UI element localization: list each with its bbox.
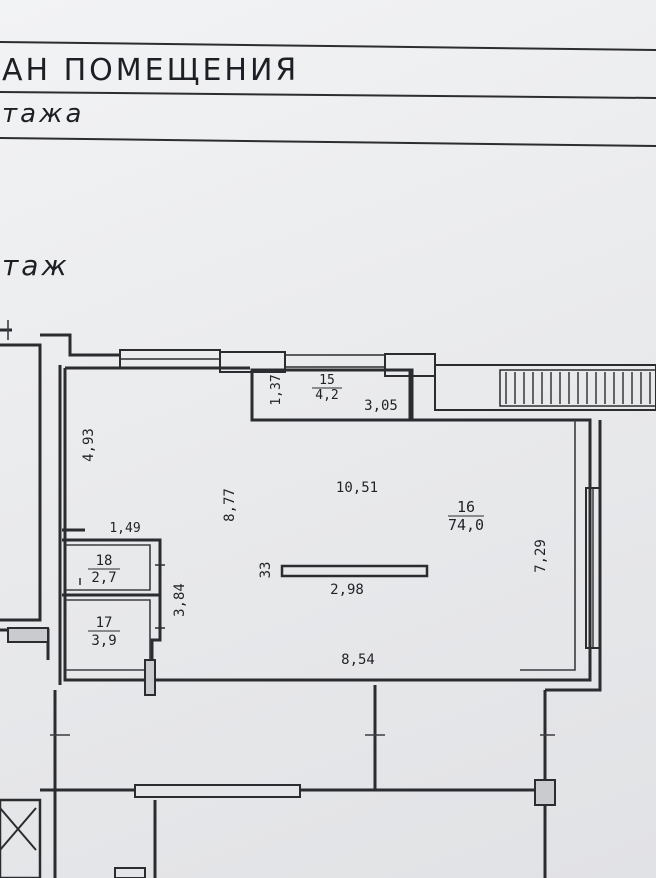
room-17-number: 17	[96, 615, 113, 631]
left-walls	[0, 320, 120, 660]
dim-3-84: 3,84	[172, 583, 188, 617]
main-room-walls	[58, 365, 602, 692]
lower-rooms-walls	[0, 685, 556, 878]
dim-3-05: 3,05	[364, 398, 398, 414]
top-windows	[119, 349, 436, 377]
plan-subtitle: тажа	[2, 99, 84, 129]
dim-7-29: 7,29	[533, 539, 549, 573]
stair-treads	[434, 364, 656, 411]
room-17-area: 3,9	[91, 633, 116, 649]
dim-2-98: 2,98	[330, 582, 364, 598]
dimension-ticks	[79, 564, 165, 629]
dim-33: 33	[258, 562, 274, 579]
plan-title: АН ПОМЕЩЕНИЯ	[2, 53, 299, 88]
dim-8-54: 8,54	[341, 652, 375, 668]
dim-4-93: 4,93	[81, 428, 97, 462]
room-15-walls	[250, 368, 414, 422]
dim-1-37: 1,37	[269, 374, 284, 405]
room-18-area: 2,7	[91, 570, 116, 586]
title-block: АН ПОМЕЩЕНИЯ тажа	[0, 41, 656, 147]
dim-8-77: 8,77	[222, 488, 238, 522]
room-15-number: 15	[319, 373, 335, 388]
bar-counter	[280, 564, 429, 578]
room-16-number: 16	[457, 498, 475, 516]
room-15-area: 4,2	[315, 388, 338, 403]
rooms-17-18-walls	[62, 528, 162, 696]
room-18-number: 18	[96, 553, 113, 569]
dim-1-49: 1,49	[109, 521, 140, 536]
room-16-area: 74,0	[448, 516, 484, 534]
right-window	[585, 487, 601, 649]
floor-label: таж	[2, 249, 70, 282]
dim-10-51: 10,51	[336, 480, 378, 496]
